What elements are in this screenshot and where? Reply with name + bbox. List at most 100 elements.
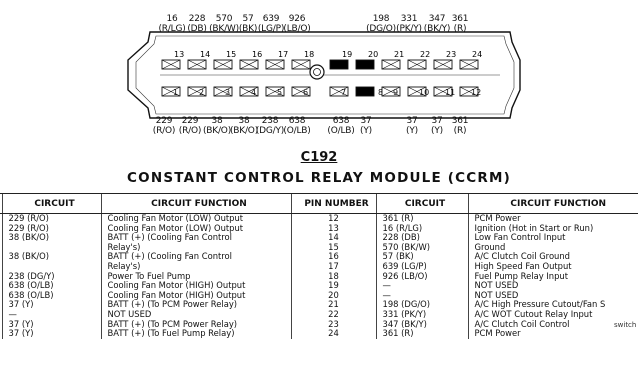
cell-circuit-right: 926 (LB/O) bbox=[375, 271, 468, 282]
cavity-20: 20 bbox=[355, 50, 378, 70]
wire-number: 57 bbox=[242, 14, 254, 24]
cavity-23: 23 bbox=[433, 50, 456, 70]
svg-text:21: 21 bbox=[394, 50, 404, 59]
cell-function-right: A/C WOT Cutout Relay Input bbox=[467, 309, 638, 320]
cell-circuit-left: 229 (R/O) bbox=[1, 213, 101, 224]
table-header-row: ER CIRCUIT CIRCUIT FUNCTION PIN NUMBER C… bbox=[0, 193, 638, 214]
svg-text:17: 17 bbox=[278, 50, 288, 59]
wire-number: 198 bbox=[372, 14, 390, 24]
svg-text:1: 1 bbox=[173, 88, 178, 97]
cell-function-right: Ignition (Hot in Start or Run) bbox=[467, 223, 638, 234]
cell-function-right: High Speed Fan Output bbox=[467, 261, 638, 272]
cell-function-left: Cooling Fan Motor (LOW) Output bbox=[100, 213, 291, 224]
svg-text:12: 12 bbox=[471, 88, 481, 97]
header-pin-number: PIN NUMBER bbox=[290, 193, 376, 214]
svg-text:8: 8 bbox=[378, 88, 383, 97]
cell-circuit-right: 361 (R) bbox=[375, 213, 468, 224]
svg-text:24: 24 bbox=[472, 50, 482, 59]
cell-pin-number: 20 bbox=[290, 290, 376, 301]
cell-circuit-right: 198 (DG/O) bbox=[375, 300, 468, 310]
cell-function-right: A/C High Pressure Cutout/Fan S bbox=[467, 300, 638, 310]
wire-color: (BK/O) bbox=[202, 126, 231, 136]
header-circuit-left: CIRCUIT bbox=[1, 193, 101, 214]
table-row: 7638 (O/LB)Cooling Fan Motor (HIGH) Outp… bbox=[0, 290, 638, 301]
pin-label: 38(BK/O) bbox=[197, 116, 237, 136]
pin-label: 638(O/LB) bbox=[321, 116, 361, 136]
pin-label: 37(Y) bbox=[392, 116, 432, 136]
pin-label: 361(R) bbox=[440, 14, 480, 34]
wire-color: (BK/O) bbox=[229, 126, 258, 136]
wire-color: (DG/Y) bbox=[255, 126, 285, 136]
wire-number: 638 bbox=[332, 116, 350, 126]
pin-label: 38(BK/O) bbox=[224, 116, 264, 136]
cell-function-right: A/C Clutch Coil Control bbox=[467, 319, 638, 330]
cell-function-right: NOT USED bbox=[467, 290, 638, 301]
cavity-8: 8 bbox=[355, 86, 383, 97]
cell-circuit-right: 331 (PK/Y) bbox=[375, 309, 468, 320]
cavity-2: 2 bbox=[187, 86, 207, 97]
svg-text:6: 6 bbox=[303, 88, 308, 97]
cell-function-left: Relay's) bbox=[100, 261, 291, 272]
wire-color: (R/LG) bbox=[158, 24, 186, 34]
cell-pin-number: 14 bbox=[290, 233, 376, 243]
cell-function-left: BATT (+) (To Fuel Pump Relay) bbox=[100, 329, 291, 339]
cell-function-right: Fuel Pump Relay Input bbox=[467, 271, 638, 282]
wire-number: 38 bbox=[238, 116, 250, 126]
cell-pin-number: 15 bbox=[290, 242, 376, 253]
cell-circuit-left: 229 (R/O) bbox=[1, 223, 101, 234]
wire-color: (Y) bbox=[406, 126, 418, 136]
svg-text:20: 20 bbox=[368, 50, 378, 59]
cavity-11: 11 bbox=[433, 86, 455, 97]
table-row: 438 (BK/O)BATT (+) (Cooling Fan Control1… bbox=[0, 252, 638, 262]
svg-text:14: 14 bbox=[200, 50, 210, 59]
connector-outline bbox=[127, 31, 521, 119]
cell-pin-number: 23 bbox=[290, 319, 376, 330]
cavity-14: 14 bbox=[187, 50, 210, 70]
cell-function-left: Cooling Fan Motor (LOW) Output bbox=[100, 223, 291, 234]
cell-pin-number: 22 bbox=[290, 309, 376, 320]
pin-label: 638(O/LB) bbox=[277, 116, 317, 136]
cavity-3: 3 bbox=[213, 86, 233, 97]
wire-number: 38 bbox=[211, 116, 223, 126]
cavity-17: 17 bbox=[265, 50, 288, 70]
wire-number: 229 bbox=[181, 116, 199, 126]
pin-label: 347(BK/Y) bbox=[417, 14, 457, 34]
wire-number: 570 bbox=[215, 14, 233, 24]
connector-key-hole bbox=[309, 64, 325, 80]
cell-circuit-right: 228 (DB) bbox=[375, 233, 468, 243]
cell-function-left: BATT (+) (To PCM Power Relay) bbox=[100, 300, 291, 310]
wire-color: (DG/O) bbox=[366, 24, 396, 34]
wire-number: 37 bbox=[360, 116, 372, 126]
wire-color: (BK) bbox=[238, 24, 258, 34]
cell-circuit-right: 347 (BK/Y) bbox=[375, 319, 468, 330]
cell-pin-number: 17 bbox=[290, 261, 376, 272]
cell-function-left: Cooling Fan Motor (HIGH) Output bbox=[100, 290, 291, 301]
cell-pin-number: 21 bbox=[290, 300, 376, 310]
pin-label: 57(BK) bbox=[228, 14, 268, 34]
svg-text:11: 11 bbox=[445, 88, 455, 97]
svg-text:5: 5 bbox=[277, 88, 282, 97]
cavity-9: 9 bbox=[381, 86, 401, 97]
header-circuit-right: CIRCUIT bbox=[375, 193, 468, 214]
wire-color: (DB) bbox=[187, 24, 207, 34]
wire-color: (LG/P) bbox=[257, 24, 285, 34]
wire-color: (LB/O) bbox=[283, 24, 311, 34]
header-function-right: CIRCUIT FUNCTION bbox=[467, 193, 638, 214]
cell-pin-number: 16 bbox=[290, 252, 376, 262]
cell-pin-number: 19 bbox=[290, 281, 376, 291]
table-row: 2229 (R/O)Cooling Fan Motor (LOW) Output… bbox=[0, 223, 638, 234]
pin-label: 331(PK/Y) bbox=[389, 14, 429, 34]
cavity-15: 15 bbox=[213, 50, 236, 70]
cell-pin-number: 24 bbox=[290, 329, 376, 339]
table-row: 338 (BK/O)BATT (+) (Cooling Fan Control1… bbox=[0, 233, 638, 243]
svg-text:3: 3 bbox=[225, 88, 230, 97]
cell-circuit-left: 638 (O/LB) bbox=[1, 290, 101, 301]
svg-text:18: 18 bbox=[304, 50, 314, 59]
wire-number: 361 bbox=[451, 116, 469, 126]
cavity-21: 21 bbox=[381, 50, 404, 70]
wire-color: (R) bbox=[453, 126, 467, 136]
